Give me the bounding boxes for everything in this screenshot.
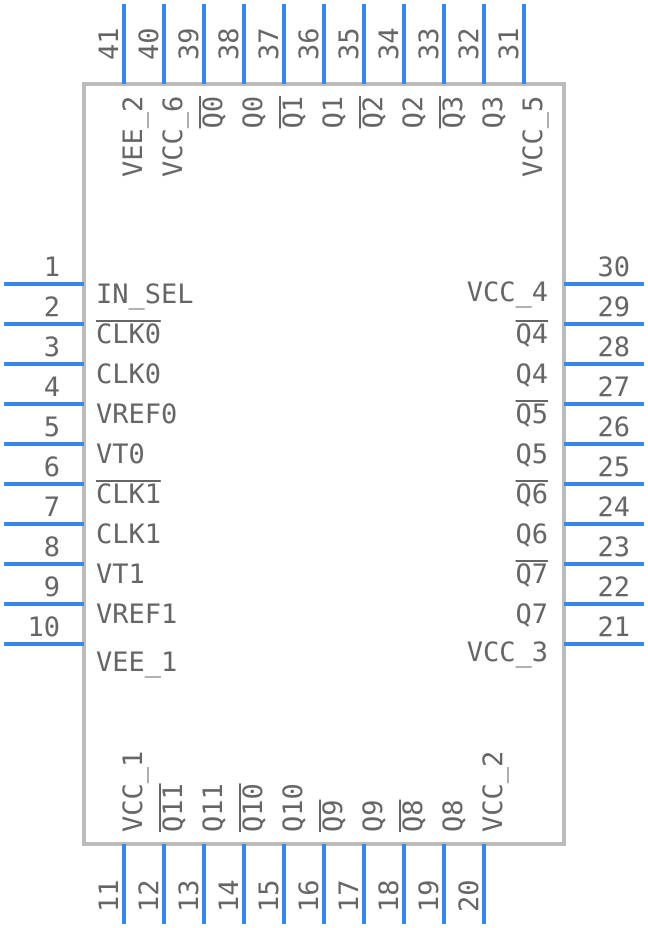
pin-18-label: Q8 [398, 799, 429, 832]
pin-27-number: 27 [597, 372, 630, 403]
pin-34-number: 34 [374, 27, 405, 60]
pin-4-number: 4 [44, 372, 60, 403]
pin-27-label: Q5 [515, 399, 548, 430]
pin-30-number: 30 [597, 252, 630, 283]
pin-21-number: 21 [597, 612, 630, 643]
pin-25-label: Q6 [515, 479, 548, 510]
pin-32-label: Q3 [478, 96, 509, 129]
pin-31-label: VCC_5 [518, 96, 549, 177]
pin-41-label: VEE_2 [118, 96, 149, 177]
pin-24-label: Q6 [515, 519, 548, 550]
pin-7-label: CLK1 [96, 519, 161, 550]
pin-21-label: VCC_3 [467, 637, 548, 668]
pin-22-label: Q7 [515, 599, 548, 630]
pin-28-number: 28 [597, 332, 630, 363]
pin-20-label: VCC_2 [478, 751, 509, 832]
pin-30-label: VCC_4 [467, 277, 548, 308]
pin-12-number: 12 [134, 879, 165, 912]
pin-40-label: VCC_6 [158, 96, 189, 177]
pin-29-label: Q4 [515, 319, 548, 350]
pin-10-number: 10 [27, 612, 60, 643]
pin-24-number: 24 [597, 492, 630, 523]
pin-26-label: Q5 [515, 439, 548, 470]
pin-1-number: 1 [44, 252, 60, 283]
pin-36-number: 36 [294, 27, 325, 60]
pin-19-number: 19 [414, 879, 445, 912]
pin-25-number: 25 [597, 452, 630, 483]
pin-40-number: 40 [134, 27, 165, 60]
pin-16-label: Q9 [318, 799, 349, 832]
pin-37-label: Q1 [278, 96, 309, 129]
pin-14-label: Q10 [238, 783, 269, 832]
pin-15-number: 15 [254, 879, 285, 912]
pin-29-number: 29 [597, 292, 630, 323]
pin-6-number: 6 [44, 452, 60, 483]
pin-33-label: Q3 [438, 96, 469, 129]
pin-39-label: Q0 [198, 96, 229, 129]
pin-8-number: 8 [44, 532, 60, 563]
pin-39-number: 39 [174, 27, 205, 60]
pin-32-number: 32 [454, 27, 485, 60]
pin-9-number: 9 [44, 572, 60, 603]
pin-35-label: Q2 [358, 96, 389, 129]
pin-41-number: 41 [94, 27, 125, 60]
pin-26-number: 26 [597, 412, 630, 443]
pin-22-number: 22 [597, 572, 630, 603]
pin-33-number: 33 [414, 27, 445, 60]
pin-23-label: Q7 [515, 559, 548, 590]
pin-18-number: 18 [374, 879, 405, 912]
pin-38-label: Q0 [238, 96, 269, 129]
pin-14-number: 14 [214, 879, 245, 912]
pin-labels-group: 1IN_SEL2CLK03CLK04VREF05VT06CLK17CLK18VT… [27, 27, 630, 912]
pin-11-label: VCC_1 [118, 751, 149, 832]
pin-17-label: Q9 [358, 799, 389, 832]
pin-2-number: 2 [44, 292, 60, 323]
pin-12-label: Q11 [158, 783, 189, 832]
pin-5-label: VT0 [96, 439, 145, 470]
pin-16-number: 16 [294, 879, 325, 912]
pin-19-label: Q8 [438, 799, 469, 832]
pin-37-number: 37 [254, 27, 285, 60]
pin-31-number: 31 [494, 27, 525, 60]
pin-6-label: CLK1 [96, 479, 161, 510]
pin-4-label: VREF0 [96, 399, 177, 430]
pin-23-number: 23 [597, 532, 630, 563]
pin-34-label: Q2 [398, 96, 429, 129]
pin-13-number: 13 [174, 879, 205, 912]
pin-10-label: VEE_1 [96, 647, 177, 678]
pin-9-label: VREF1 [96, 599, 177, 630]
pin-3-label: CLK0 [96, 359, 161, 390]
pin-35-number: 35 [334, 27, 365, 60]
component-body [82, 82, 566, 846]
pin-5-number: 5 [44, 412, 60, 443]
pin-17-number: 17 [334, 879, 365, 912]
pin-20-number: 20 [454, 879, 485, 912]
pin-11-number: 11 [94, 879, 125, 912]
pin-2-label: CLK0 [96, 319, 161, 350]
pin-36-label: Q1 [318, 96, 349, 129]
pin-3-number: 3 [44, 332, 60, 363]
pin-1-label: IN_SEL [96, 279, 194, 310]
pin-8-label: VT1 [96, 559, 145, 590]
pin-38-number: 38 [214, 27, 245, 60]
pins-group [4, 4, 644, 924]
pin-13-label: Q11 [198, 783, 229, 832]
pin-28-label: Q4 [515, 359, 548, 390]
pin-15-label: Q10 [278, 783, 309, 832]
pin-7-number: 7 [44, 492, 60, 523]
